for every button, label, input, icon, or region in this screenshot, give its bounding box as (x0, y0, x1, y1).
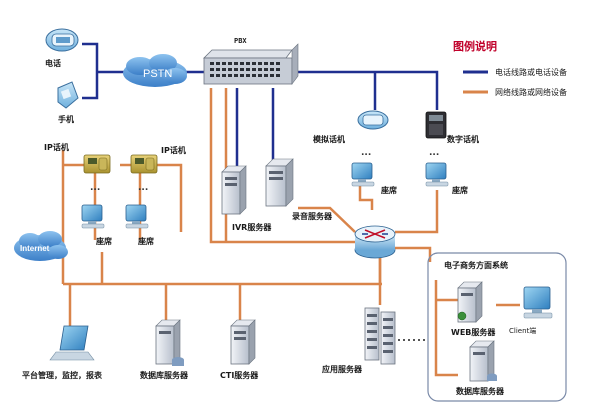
seat-4-label: 座席 (451, 185, 468, 195)
digital-phone-icon (425, 111, 447, 139)
seat-4-monitor-icon (425, 162, 449, 187)
web-server-icon (457, 281, 483, 323)
pbx-label: PBX (234, 37, 247, 45)
web-server-label: WEB服务器 (451, 327, 496, 337)
seat-1-label: 座席 (95, 236, 112, 246)
ecommerce-title: 电子商务方面系统 (444, 260, 508, 270)
ip-phone-left-label: IP话机 (44, 142, 69, 152)
application-server-icon (364, 307, 396, 365)
client-monitor-icon (523, 286, 553, 319)
ip-phone-right-dots: ... (138, 183, 148, 193)
telephone-label: 电话 (45, 58, 61, 68)
pbx-switch-icon (203, 43, 299, 85)
ivr-server-icon (221, 165, 247, 215)
telephone-icon (45, 28, 79, 52)
recording-server-label: 录音服务器 (292, 211, 333, 221)
router-icon (354, 225, 396, 259)
orange-network-lines (61, 88, 520, 377)
internet-label: Internet (20, 244, 50, 253)
ip-phone-right-label: IP话机 (161, 145, 186, 155)
digital-phone-label: 数字话机 (447, 134, 479, 144)
database-server-icon (155, 319, 184, 366)
ecommerce-db-server-label: 数据库服务器 (456, 386, 505, 396)
ip-phone-left-icon (83, 154, 111, 174)
ip-phone-left-dots: ... (90, 183, 100, 193)
ecommerce-db-server-icon (469, 340, 497, 382)
legend: 图例说明 电话线路或电话设备 网络线路或网络设备 (453, 39, 567, 97)
ip-phone-right-icon (130, 154, 158, 174)
pstn-label: PSTN (143, 68, 172, 80)
application-server-label: 应用服务器 (322, 364, 363, 374)
mobile-phone-icon (57, 81, 79, 109)
seat-3-monitor-icon (351, 162, 375, 187)
cti-server-icon (230, 319, 256, 365)
cti-server-label: CTI服务器 (220, 370, 259, 380)
client-label: Client端 (509, 326, 536, 335)
ecommerce-box (427, 252, 567, 402)
recording-server-icon (265, 158, 294, 207)
digital-phone-dots: ... (429, 148, 439, 158)
seat-2-label: 座席 (137, 236, 154, 246)
mobile-label: 手机 (58, 114, 74, 124)
legend-title: 图例说明 (453, 39, 497, 53)
analog-phone-dots: ... (361, 148, 371, 158)
legend-network-label: 网络线路或网络设备 (495, 87, 567, 97)
seat-1-monitor-icon (81, 204, 105, 229)
seat-2-monitor-icon (125, 204, 149, 229)
database-server-label: 数据库服务器 (140, 370, 189, 380)
ivr-server-label: IVR服务器 (232, 222, 272, 232)
analog-phone-label: 模拟话机 (313, 134, 345, 144)
seat-3-label: 座席 (380, 185, 397, 195)
analog-phone-icon (357, 110, 389, 130)
blue-phone-lines (82, 42, 439, 168)
laptop-icon (49, 325, 95, 361)
platform-label: 平台管理，监控，报表 (22, 370, 103, 380)
internet-cloud (14, 231, 68, 261)
legend-phone-label: 电话线路或电话设备 (495, 67, 567, 77)
pstn-cloud (123, 54, 187, 87)
